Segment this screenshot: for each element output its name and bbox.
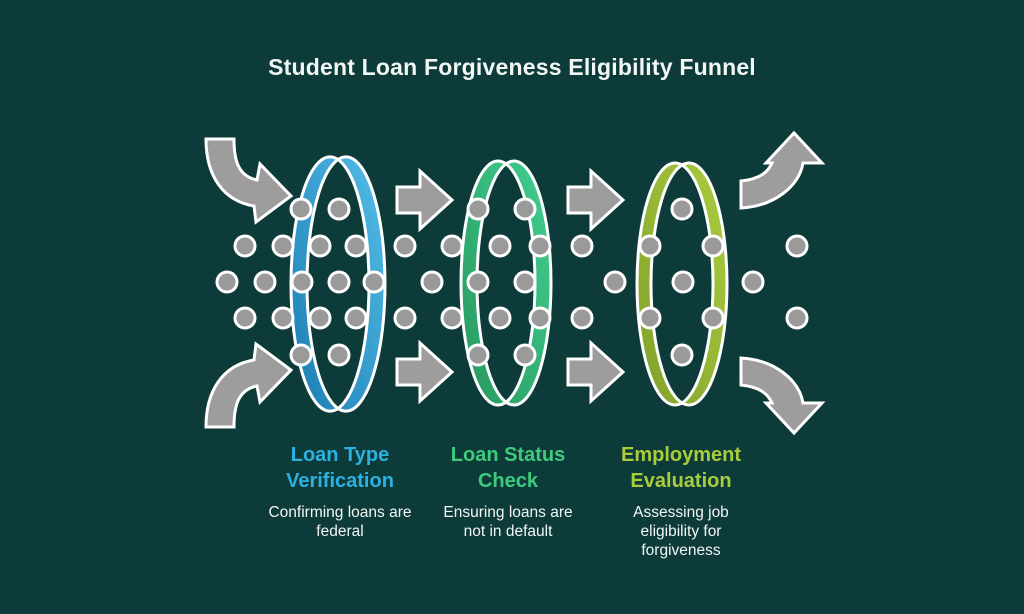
dot bbox=[701, 234, 725, 258]
dot bbox=[308, 306, 332, 330]
dot bbox=[420, 270, 444, 294]
dot bbox=[289, 343, 313, 367]
dot bbox=[308, 234, 332, 258]
stage-label-employment: Employment Evaluation Assessing job elig… bbox=[606, 442, 756, 560]
dot bbox=[670, 197, 694, 221]
dot bbox=[393, 306, 417, 330]
dot bbox=[327, 343, 351, 367]
flow-arrow-bottom-1-icon bbox=[395, 339, 455, 405]
curved-arrows bbox=[204, 130, 826, 436]
dot bbox=[327, 270, 351, 294]
flow-arrow-bottom-2-icon bbox=[566, 339, 626, 405]
dot bbox=[785, 306, 809, 330]
curved-arrow-bottom-right-icon bbox=[739, 356, 826, 436]
dot bbox=[671, 270, 695, 294]
dot bbox=[289, 197, 313, 221]
dot bbox=[440, 306, 464, 330]
dot bbox=[233, 234, 257, 258]
dot bbox=[528, 306, 552, 330]
dot bbox=[362, 270, 386, 294]
stage-label-loan-type: Loan Type Verification Confirming loans … bbox=[260, 442, 420, 541]
dot bbox=[670, 343, 694, 367]
dot bbox=[701, 306, 725, 330]
dot bbox=[233, 306, 257, 330]
dot bbox=[440, 234, 464, 258]
curved-arrow-top-left-icon bbox=[204, 137, 294, 225]
stage-heading: Loan Type Verification bbox=[286, 444, 394, 492]
dot bbox=[253, 270, 277, 294]
funnel-rings bbox=[289, 155, 729, 413]
dot bbox=[271, 234, 295, 258]
dot bbox=[785, 234, 809, 258]
stage-label-loan-status: Loan Status Check Ensuring loans are not… bbox=[436, 442, 581, 541]
dot bbox=[513, 197, 537, 221]
dot bbox=[528, 234, 552, 258]
dot bbox=[327, 197, 351, 221]
stage-description: Confirming loans are federal bbox=[268, 504, 412, 540]
curved-arrow-top-right-icon bbox=[739, 130, 826, 210]
dot bbox=[488, 234, 512, 258]
dot bbox=[570, 306, 594, 330]
dot bbox=[466, 270, 490, 294]
dot bbox=[513, 270, 537, 294]
flow-arrow-top-2-icon bbox=[566, 167, 626, 233]
dot bbox=[741, 270, 765, 294]
dot-pattern bbox=[215, 197, 809, 367]
dot bbox=[466, 197, 490, 221]
dot bbox=[215, 270, 239, 294]
dot bbox=[344, 234, 368, 258]
dot bbox=[488, 306, 512, 330]
stage-description: Assessing job eligibility for forgivenes… bbox=[633, 504, 729, 559]
page-title: Student Loan Forgiveness Eligibility Fun… bbox=[268, 54, 756, 80]
dot bbox=[290, 270, 314, 294]
dot bbox=[638, 234, 662, 258]
curved-arrow-bottom-left-icon bbox=[204, 341, 294, 429]
stage-description: Ensuring loans are not in default bbox=[443, 504, 573, 540]
dot bbox=[603, 270, 627, 294]
stage-heading: Loan Status Check bbox=[450, 444, 566, 492]
dot bbox=[513, 343, 537, 367]
funnel-ring-employment bbox=[635, 161, 729, 407]
dot bbox=[570, 234, 594, 258]
dot bbox=[638, 306, 662, 330]
dot bbox=[466, 343, 490, 367]
flow-arrow-top-1-icon bbox=[395, 167, 455, 233]
stage-heading: Employment Evaluation bbox=[620, 444, 742, 492]
dot bbox=[271, 306, 295, 330]
dot bbox=[344, 306, 368, 330]
flow-arrows bbox=[395, 167, 626, 405]
dot bbox=[393, 234, 417, 258]
